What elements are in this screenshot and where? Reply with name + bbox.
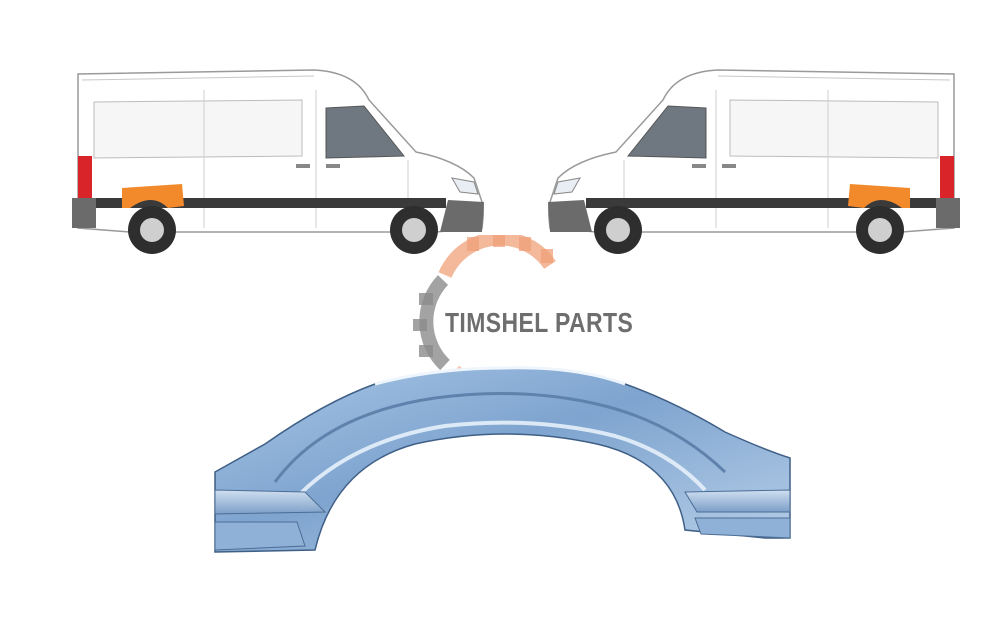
wheel-arch-panel-icon (214, 366, 791, 553)
watermark-text: TIMSHEL PARTS (445, 307, 634, 338)
van-left-side-view-icon (72, 69, 484, 254)
van-right-side-view-icon (548, 69, 960, 254)
